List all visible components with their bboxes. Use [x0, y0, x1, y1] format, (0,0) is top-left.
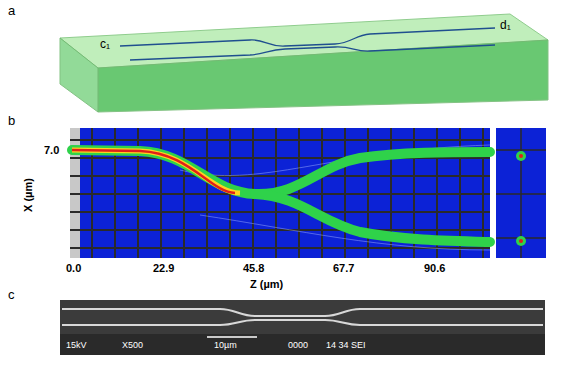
panel-letter: c [8, 288, 15, 302]
waveguides [120, 28, 495, 60]
sem-info: 10µm [214, 341, 237, 351]
sem-info: 14 34 SEI [326, 341, 366, 351]
chip-slab [60, 14, 548, 112]
axis-tick: 90.6 [424, 262, 445, 274]
port-label: c₁ [100, 38, 110, 51]
axis-tick: 45.8 [243, 262, 264, 274]
port-label: d₁ [500, 19, 511, 32]
sem-image [60, 300, 545, 355]
sem-info: 15kV [66, 341, 87, 351]
panel-letter: a [8, 4, 15, 18]
panel-letter: b [8, 114, 15, 128]
sem-info: X500 [122, 341, 143, 351]
axis-tick: 7.0 [44, 144, 59, 156]
axis-title: Z (µm) [250, 278, 283, 290]
simulation-plot [70, 128, 546, 258]
axis-tick: 67.7 [333, 262, 354, 274]
axis-tick: 0.0 [66, 262, 81, 274]
axis-tick: 22.9 [153, 262, 174, 274]
axis-title: X (µm) [22, 178, 34, 212]
sem-info: 0000 [288, 341, 308, 351]
